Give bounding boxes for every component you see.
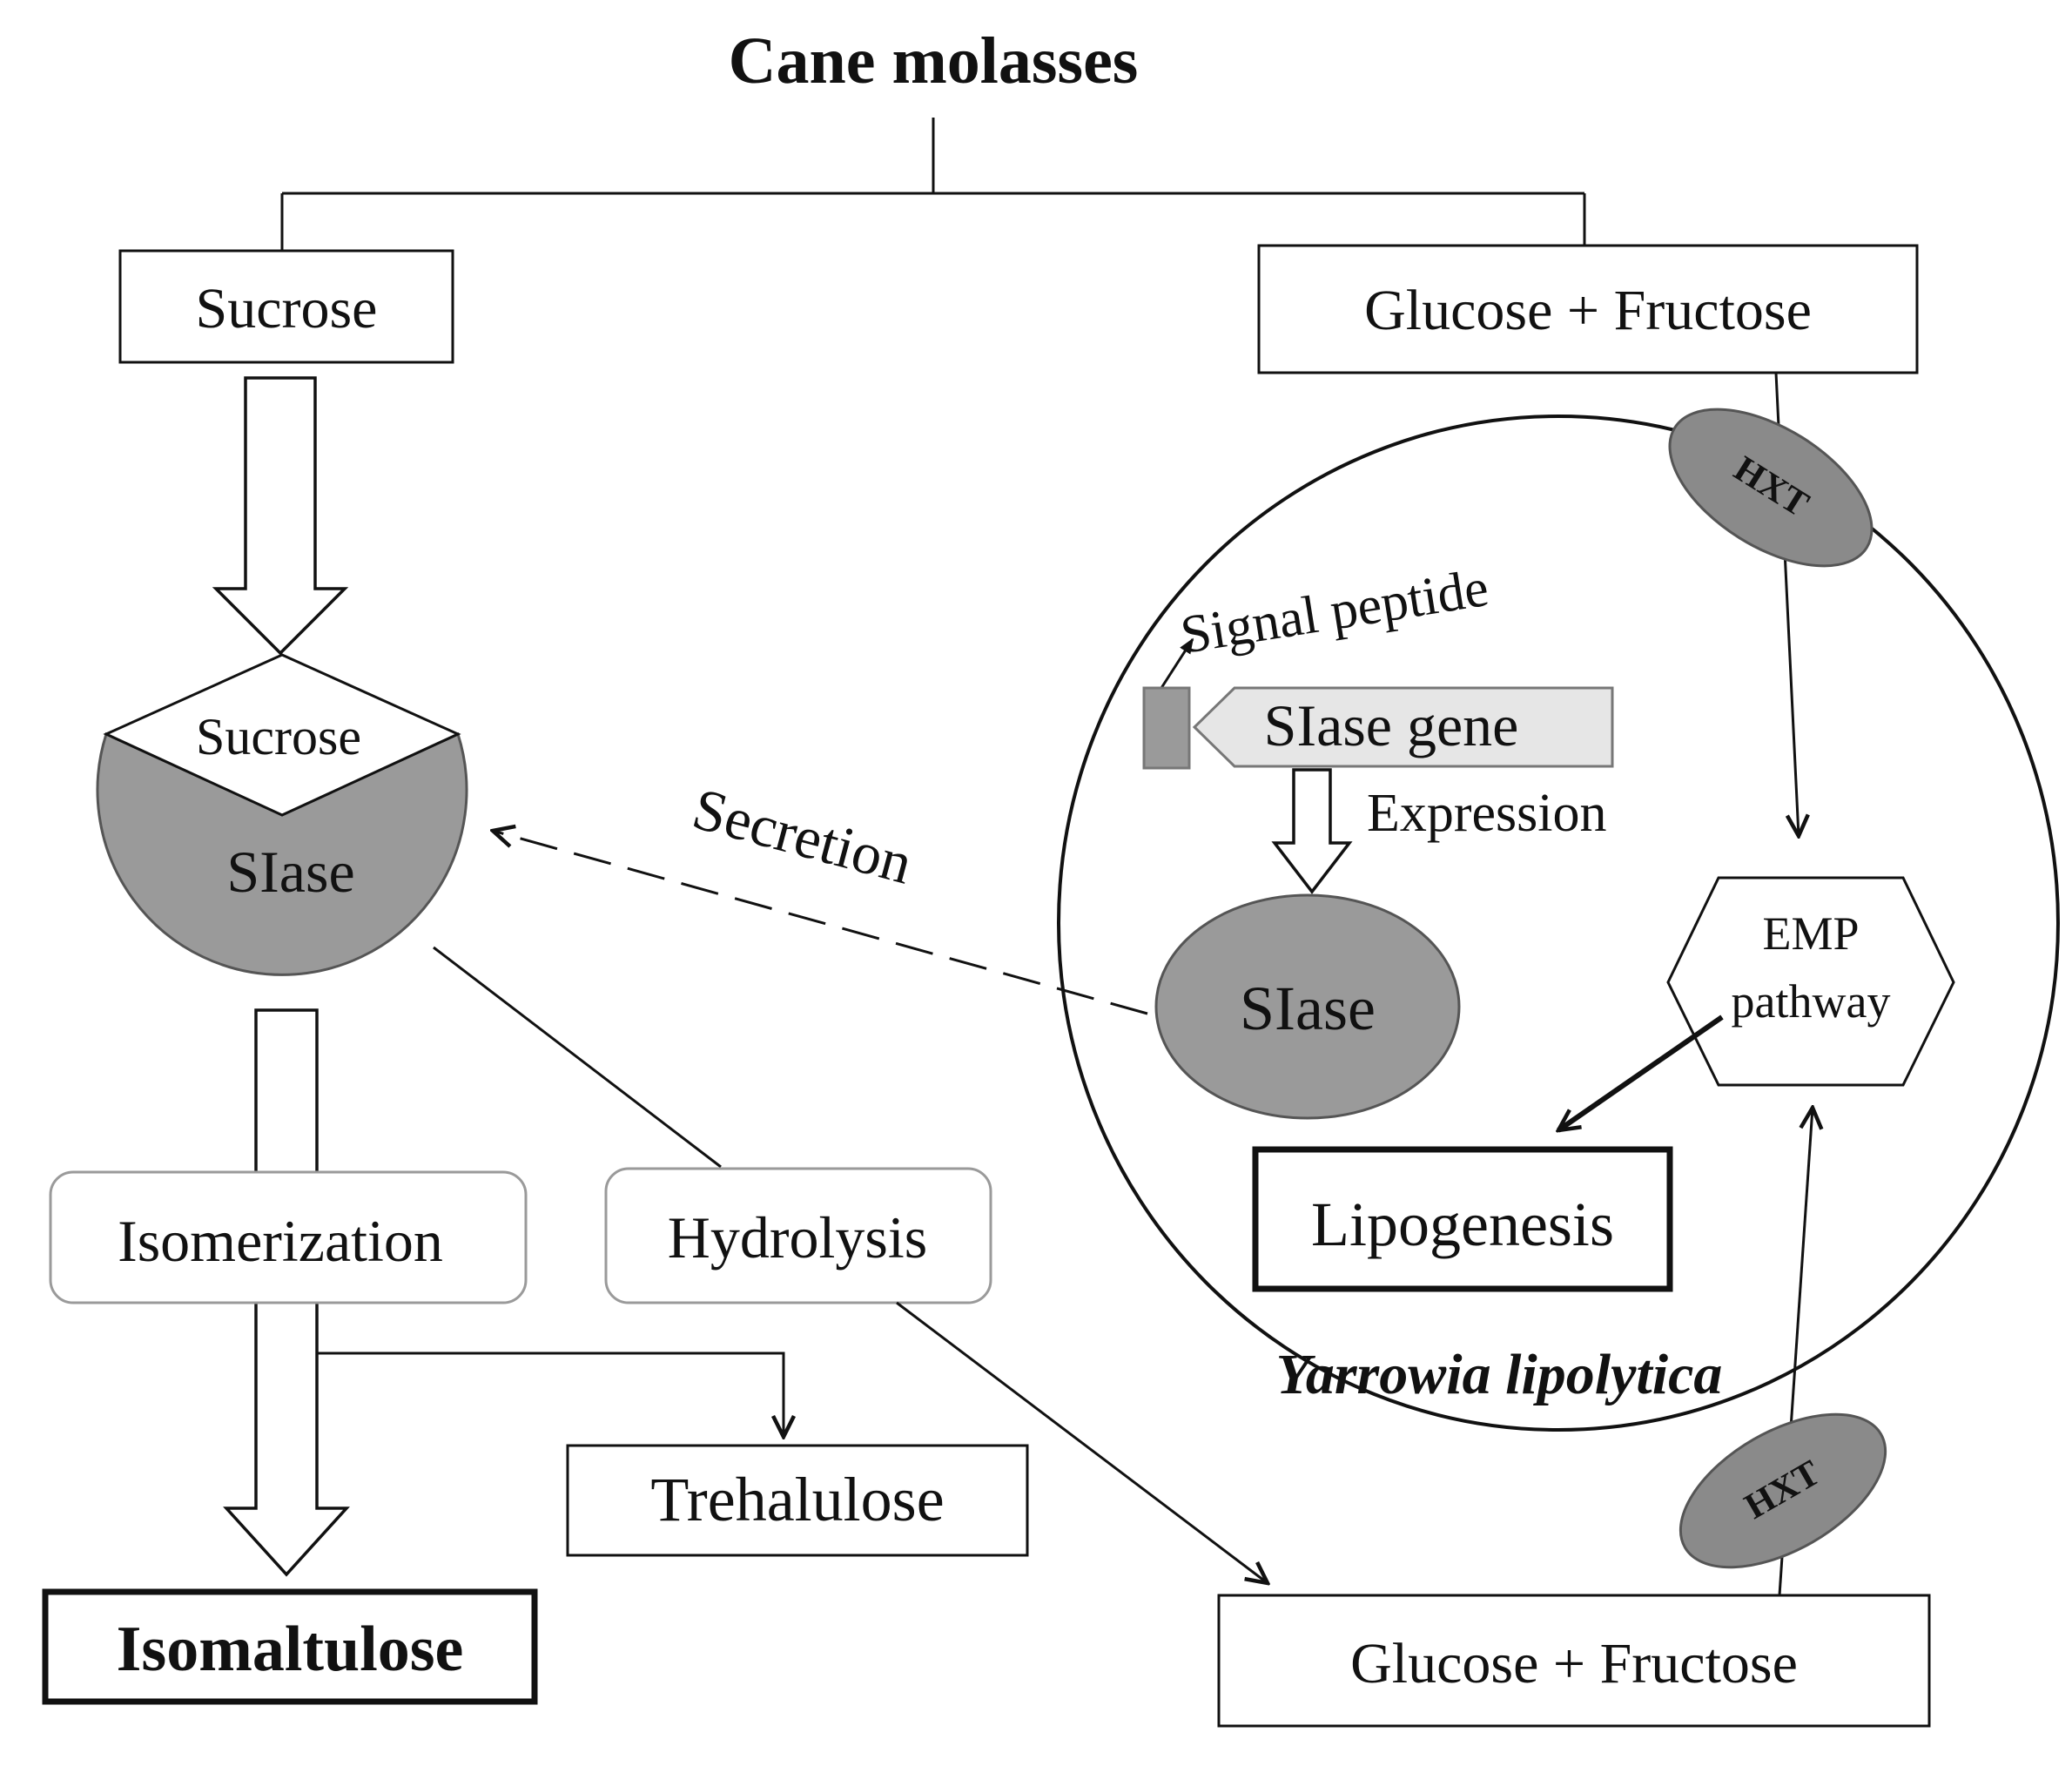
signal-peptide-segment [1142, 686, 1191, 770]
gene-label: SIase gene [1264, 692, 1519, 758]
lipogenesis-box: Lipogenesis [1252, 1146, 1673, 1292]
secretion-arrow [493, 831, 1148, 1015]
hydrolysis-box: Hydrolysis [604, 1167, 992, 1304]
organism-label: Yarrowia lipolytica [1276, 1343, 1723, 1406]
glucose-fructose-bottom-label: Glucose + Fructose [1350, 1632, 1798, 1695]
isomaltulose-label: Isomaltulose [117, 1614, 464, 1685]
emp-to-lipogenesis-arrow [1558, 1014, 1724, 1130]
glucose-fructose-bottom-box: Glucose + Fructose [1217, 1594, 1931, 1728]
intracellular-siase: SIase [1154, 893, 1461, 1120]
lipogenesis-label: Lipogenesis [1311, 1190, 1614, 1259]
enzyme-complex: Sucrose SIase [96, 653, 468, 976]
signal-peptide-arrow [1160, 637, 1194, 689]
substrate-label: Sucrose [196, 708, 361, 765]
sucrose-label: Sucrose [196, 277, 378, 340]
siase-gene: SIase gene [1142, 686, 1614, 770]
hxt-transporter-top: HXT [1668, 408, 1874, 568]
emp-pathway: EMP pathway [1666, 876, 1955, 1087]
isomerization-label: Isomerization [118, 1208, 443, 1274]
enzyme-to-hydrolysis-line [433, 946, 722, 1169]
isomerization-box: Isomerization [49, 1170, 528, 1304]
trehalulose-branch-arrow [317, 1351, 784, 1437]
sucrose-to-enzyme-arrow [212, 376, 349, 656]
enzyme-label: SIase [226, 839, 354, 905]
siase-enzyme-shape [96, 731, 468, 976]
glucose-fructose-top-label: Glucose + Fructose [1364, 279, 1812, 342]
yeast-cell-membrane [1057, 415, 2060, 1432]
sucrose-box: Sucrose [118, 249, 454, 364]
emp-label: EMP [1762, 907, 1859, 960]
intracellular-siase-label: SIase [1240, 974, 1376, 1043]
hxt-transporter-bottom: HXT [1678, 1412, 1887, 1569]
pathway-label: pathway [1732, 975, 1891, 1028]
hydrolysis-to-glucose-arrow [896, 1301, 1268, 1583]
trehalulose-label: Trehalulose [650, 1465, 944, 1534]
hydrolysis-label: Hydrolysis [668, 1204, 927, 1271]
title-connector [280, 118, 1586, 251]
secretion-label: Secretion [686, 775, 919, 897]
sucrose-substrate-diamond [103, 653, 461, 817]
expression-arrow [1271, 768, 1353, 894]
diagram-title: Cane molasses [729, 24, 1139, 98]
glucose-fructose-top-box: Glucose + Fructose [1257, 244, 1919, 374]
signal-peptide-label: Signal peptide [1177, 558, 1493, 665]
isomaltulose-box: Isomaltulose [42, 1588, 538, 1705]
trehalulose-box: Trehalulose [566, 1444, 1029, 1557]
expression-label: Expression [1367, 784, 1607, 843]
gene-body [1192, 686, 1614, 768]
